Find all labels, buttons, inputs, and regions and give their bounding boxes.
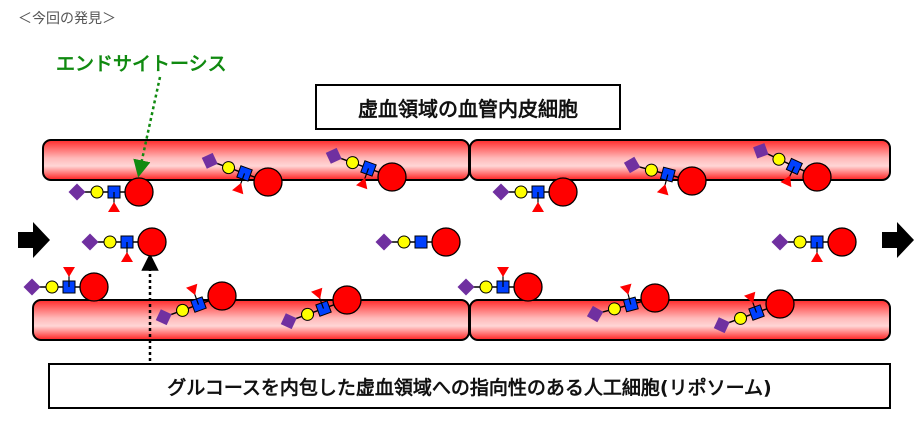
liposome-icon [375, 227, 461, 257]
sialic-acid-diamond [280, 313, 297, 330]
sialic-acid-diamond [325, 147, 342, 164]
fucose-triangle [232, 182, 244, 195]
sialic-acid-diamond [623, 156, 641, 174]
fucose-link [788, 166, 795, 178]
galactose-circle [346, 156, 360, 170]
liposome-icon [23, 267, 109, 302]
galactose-circle [90, 185, 104, 199]
galactose-circle [479, 280, 493, 294]
endocytosis-arrow [133, 76, 162, 178]
sialic-acid-diamond [68, 183, 86, 201]
galactose-circle [222, 161, 236, 175]
liposome-sphere [332, 285, 362, 315]
liposome-icon [457, 267, 543, 302]
sialic-acid-diamond [586, 305, 604, 323]
liposome-sphere [677, 166, 707, 196]
galactose-circle [176, 303, 190, 317]
liposome-sphere [124, 177, 154, 207]
fucose-triangle [121, 252, 133, 262]
endocytosis-label: エンドサイトーシス [56, 53, 227, 75]
galactose-circle [793, 235, 807, 249]
endothelial-cell [469, 299, 891, 341]
galactose-circle [397, 235, 411, 249]
glcnac-square [414, 235, 428, 249]
endothelial-title-box: 虚血領域の血管内皮細胞 [315, 84, 621, 130]
liposome-icon [201, 152, 283, 197]
liposome-caption-box: グルコースを内包した虚血領域への指向性のある人工細胞(リポソーム) [48, 363, 891, 409]
liposome-sphere [765, 289, 795, 319]
galactose-circle [301, 307, 315, 321]
liposome-sphere [513, 272, 543, 302]
liposome-sphere [431, 227, 461, 257]
liposome-sphere [377, 162, 407, 192]
liposome-icon [280, 285, 362, 330]
sialic-acid-diamond [771, 233, 789, 251]
galactose-circle [607, 302, 621, 316]
fucose-triangle [656, 184, 669, 196]
galactose-circle [734, 311, 748, 325]
fucose-triangle [356, 177, 368, 190]
fucose-triangle [108, 202, 120, 212]
sialic-acid-diamond [375, 233, 393, 251]
sialic-acid-diamond [23, 278, 41, 296]
flow-arrow-icon [18, 222, 50, 258]
liposome-sphere [827, 227, 857, 257]
sialic-acid-diamond [713, 317, 730, 334]
fucose-link [664, 174, 669, 187]
liposome-icon [713, 289, 795, 334]
galactose-circle [514, 185, 528, 199]
fucose-triangle [186, 283, 198, 296]
sialic-acid-diamond [81, 233, 99, 251]
sialic-acid-diamond [155, 309, 172, 326]
liposome-icon [586, 283, 670, 323]
liposome-sphere [548, 177, 578, 207]
fucose-triangle [780, 175, 792, 188]
liposome-icon [771, 227, 857, 262]
endothelial-cell [32, 299, 470, 341]
liposome-sphere [802, 162, 832, 192]
sialic-acid-diamond [457, 278, 475, 296]
fucose-link [751, 301, 758, 313]
fucose-link [239, 173, 246, 185]
galactose-circle [644, 163, 658, 177]
fucose-triangle [744, 291, 756, 304]
fucose-triangle [532, 202, 544, 212]
liposome-sphere [79, 272, 109, 302]
liposome-icon [155, 281, 237, 326]
sialic-acid-diamond [201, 152, 218, 169]
fucose-triangle [311, 287, 323, 300]
flow-arrow-icon [882, 222, 914, 258]
liposome-sphere [137, 227, 167, 257]
galactose-circle [772, 152, 786, 166]
sialic-acid-diamond [492, 183, 510, 201]
galactose-circle [45, 280, 59, 294]
fucose-link [627, 292, 632, 305]
liposome-icon [68, 177, 154, 212]
fucose-triangle [811, 252, 823, 262]
fucose-triangle [63, 267, 75, 277]
page-heading: ＜今回の発見＞ [18, 11, 116, 27]
fucose-triangle [497, 267, 509, 277]
liposome-icon [753, 143, 832, 192]
liposome-sphere [253, 167, 283, 197]
fucose-link [363, 168, 370, 180]
liposome-sphere [207, 281, 237, 311]
liposome-sphere [640, 283, 670, 313]
liposome-icon [81, 227, 167, 262]
liposome-icon [492, 177, 578, 212]
liposome-icon [623, 156, 707, 196]
galactose-circle [103, 235, 117, 249]
liposome-icon [325, 147, 407, 192]
fucose-triangle [619, 283, 632, 295]
fucose-link [318, 297, 325, 309]
sialic-acid-diamond [753, 143, 769, 159]
